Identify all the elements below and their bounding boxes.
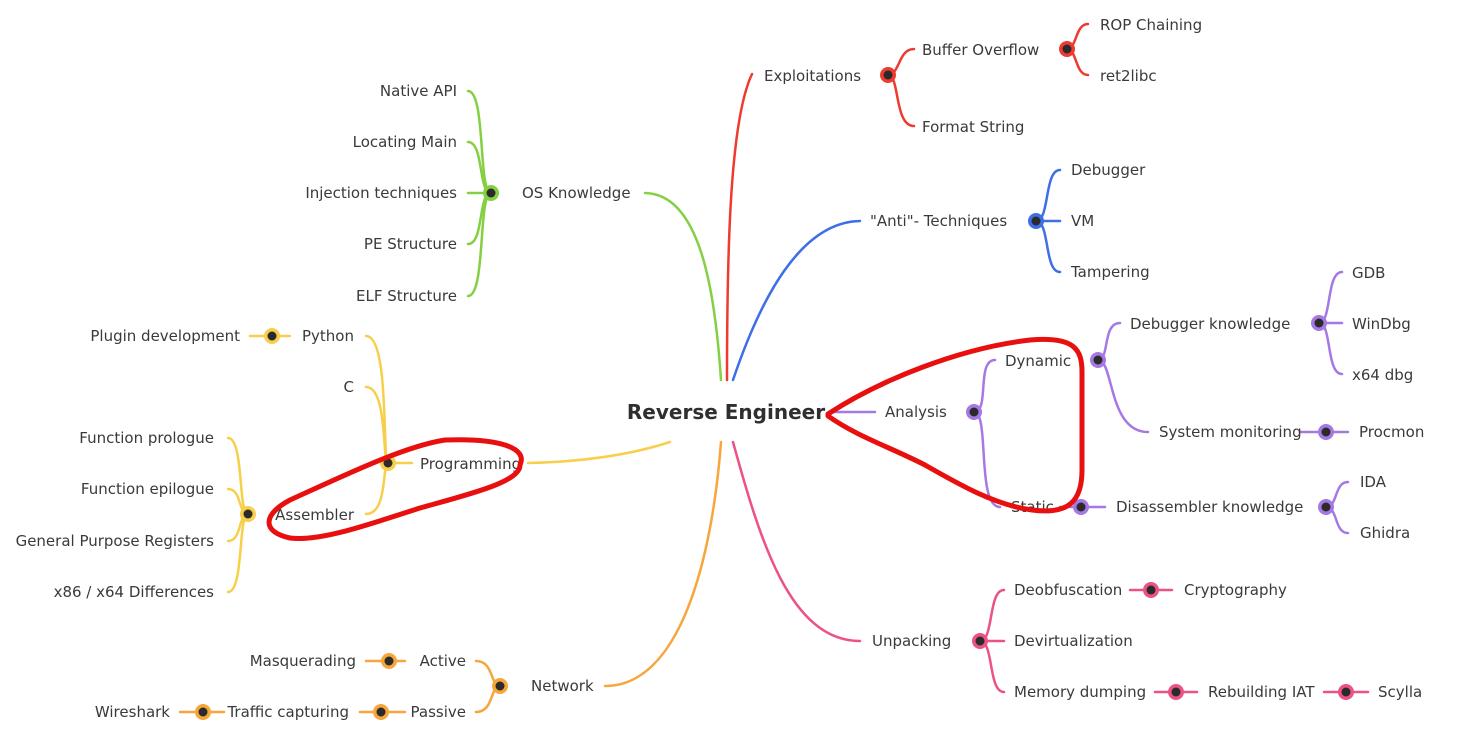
root-node[interactable]: Reverse Engineer [627,400,825,424]
dot-deobfuscation[interactable] [1143,582,1159,598]
dot-unpacking[interactable] [972,633,988,649]
edge-root-exploitations [725,72,754,382]
node-devirtualization[interactable]: Devirtualization [1014,632,1133,650]
node-ghidra[interactable]: Ghidra [1360,524,1410,542]
node-rop-chaining[interactable]: ROP Chaining [1100,16,1202,34]
edge-unpacking-memory-dumping [978,639,1006,694]
edge-unpacking-deobfuscation [978,588,1006,643]
node-windbg[interactable]: WinDbg [1352,315,1411,333]
dot-memory-dumping[interactable] [1168,684,1184,700]
edge-os-pe [466,191,493,246]
node-python[interactable]: Python [302,327,354,345]
edge-analysis-dynamic [972,358,997,414]
dot-debugger-knowledge[interactable] [1311,315,1327,331]
node-deobfuscation[interactable]: Deobfuscation [1014,581,1122,599]
node-assembler[interactable]: Assembler [275,506,355,524]
node-plugin-development[interactable]: Plugin development [90,327,240,345]
edge-root-os [643,191,723,382]
node-anti-tampering[interactable]: Tampering [1070,263,1150,281]
dot-static[interactable] [1073,499,1089,515]
node-scylla[interactable]: Scylla [1378,683,1422,701]
node-locating-main[interactable]: Locating Main [353,133,457,151]
unpacking-edges [731,440,1370,694]
node-procmon[interactable]: Procmon [1359,423,1424,441]
edge-root-anti [731,219,862,382]
node-masquerading[interactable]: Masquerading [250,652,356,670]
edge-debugger-knowledge-x64dbg [1317,321,1344,376]
node-analysis[interactable]: Analysis [885,403,947,421]
node-debugger-knowledge[interactable]: Debugger knowledge [1130,315,1290,333]
edge-root-network [603,440,723,688]
annotation-circle-analysis [825,336,1085,514]
node-dynamic[interactable]: Dynamic [1005,352,1071,370]
dot-python[interactable] [264,328,280,344]
node-rebuilding-iat[interactable]: Rebuilding IAT [1208,683,1315,701]
dot-traffic-capturing[interactable] [195,704,211,720]
edge-root-programming [526,440,672,465]
edge-dynamic-system-monitoring [1096,358,1150,434]
dot-buffer-overflow[interactable] [1059,41,1075,57]
edge-exploitations-format-string [886,73,916,128]
dot-exploitations[interactable] [880,67,896,83]
node-function-epilogue[interactable]: Function epilogue [81,480,214,498]
node-memory-dumping[interactable]: Memory dumping [1014,683,1146,701]
annotation-circle-programming [266,437,524,542]
dot-analysis[interactable] [966,404,982,420]
node-general-purpose-registers[interactable]: General Purpose Registers [16,532,215,550]
node-elf-structure[interactable]: ELF Structure [356,287,457,305]
edge-assembler-prologue [226,436,250,516]
dot-assembler[interactable] [240,506,256,522]
dot-active[interactable] [381,653,397,669]
edge-os-elf [466,191,493,298]
dot-rebuilding-iat[interactable] [1338,684,1354,700]
connector-dots [195,41,1354,720]
edge-anti-tampering [1034,219,1062,274]
edge-anti-debugger [1034,168,1062,223]
node-ret2libc[interactable]: ret2libc [1100,67,1157,85]
node-wireshark[interactable]: Wireshark [95,703,170,721]
node-passive[interactable]: Passive [411,703,466,721]
dot-system-monitoring[interactable] [1318,424,1334,440]
dot-disassembler[interactable] [1318,499,1334,515]
dot-os-knowledge[interactable] [483,185,499,201]
edge-debugger-knowledge-gdb [1317,270,1344,325]
node-os-knowledge[interactable]: OS Knowledge [522,184,631,202]
node-network[interactable]: Network [531,677,594,695]
anti-edges [731,168,1062,382]
node-native-api[interactable]: Native API [380,82,457,100]
node-cryptography[interactable]: Cryptography [1184,581,1287,599]
edge-os-locating-main [466,140,493,195]
node-c[interactable]: C [344,378,354,396]
edge-programming-assembler [364,461,390,516]
dot-dynamic[interactable] [1090,352,1106,368]
node-active[interactable]: Active [420,652,466,670]
node-pe-structure[interactable]: PE Structure [364,235,457,253]
node-anti-vm[interactable]: VM [1071,212,1094,230]
dot-passive[interactable] [373,704,389,720]
node-disassembler-knowledge[interactable]: Disassembler knowledge [1116,498,1303,516]
edge-root-unpacking [731,440,862,643]
dot-anti[interactable] [1028,213,1044,229]
node-programming[interactable]: Programming [420,455,521,473]
node-x64dbg[interactable]: x64 dbg [1352,366,1413,384]
dot-network[interactable] [492,678,508,694]
node-ida[interactable]: IDA [1360,473,1387,491]
node-anti-techniques[interactable]: "Anti"- Techniques [870,212,1007,230]
node-exploitations[interactable]: Exploitations [764,67,861,85]
node-unpacking[interactable]: Unpacking [872,632,951,650]
node-function-prologue[interactable]: Function prologue [79,429,214,447]
edge-assembler-x86 [226,512,250,594]
node-buffer-overflow[interactable]: Buffer Overflow [922,41,1039,59]
network-edges [178,440,723,714]
os-edges [466,89,723,382]
node-gdb[interactable]: GDB [1352,264,1385,282]
node-traffic-capturing[interactable]: Traffic capturing [226,703,349,721]
node-injection-techniques[interactable]: Injection techniques [305,184,457,202]
node-anti-debugger[interactable]: Debugger [1071,161,1146,179]
node-format-string[interactable]: Format String [922,118,1024,136]
node-x86-x64-differences[interactable]: x86 / x64 Differences [54,583,215,601]
node-system-monitoring[interactable]: System monitoring [1159,423,1302,441]
